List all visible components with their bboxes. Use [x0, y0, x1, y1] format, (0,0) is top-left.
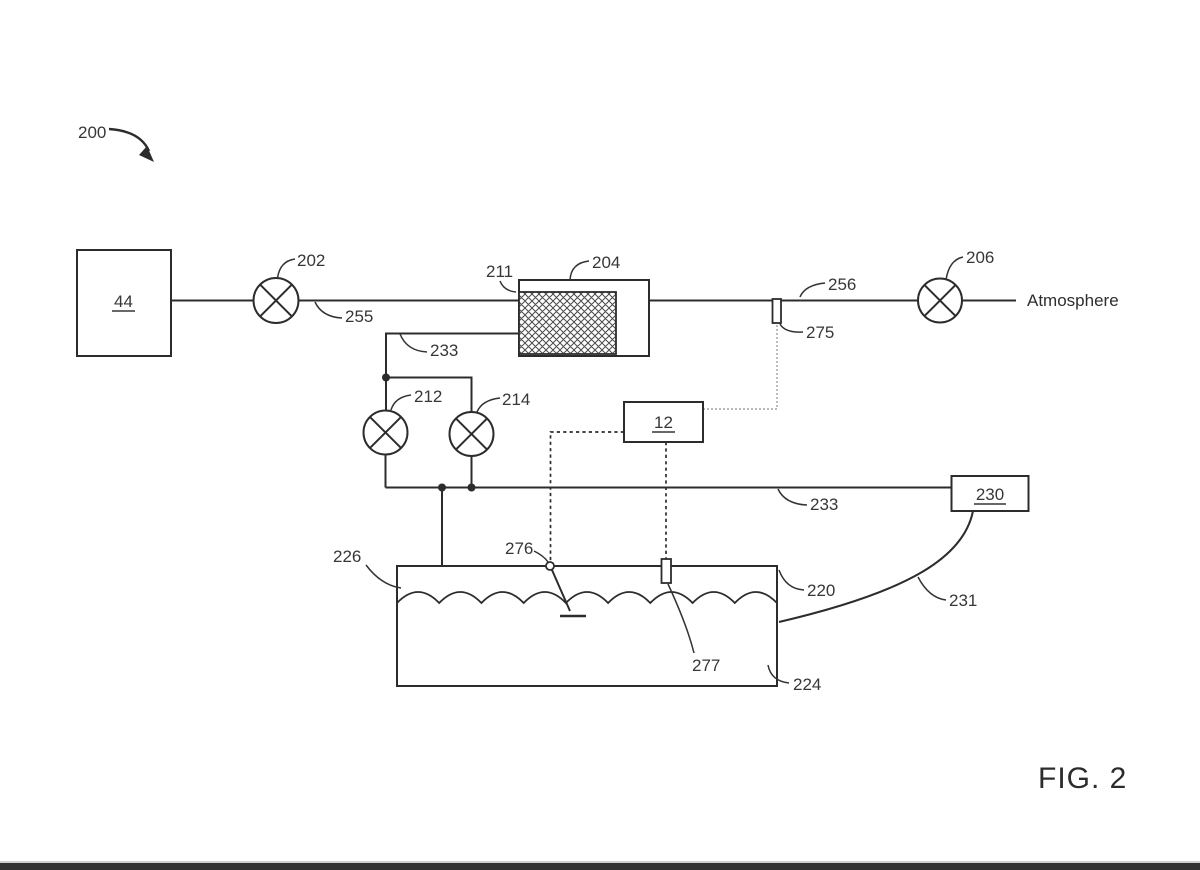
label-atmosphere: Atmosphere — [1027, 291, 1119, 310]
module-link-curve-231 — [778, 510, 974, 623]
leader-233-upper — [399, 333, 428, 353]
label-212: 212 — [414, 387, 442, 406]
label-231: 231 — [949, 591, 977, 610]
label-214: 214 — [502, 390, 530, 409]
purge-line-upper — [385, 332, 519, 412]
canister-fill-211 — [518, 291, 617, 355]
controller-box-12 — [623, 401, 704, 443]
valve-214-icon — [448, 411, 495, 457]
label-12: 12 — [654, 413, 673, 432]
valve-202-icon — [252, 277, 300, 324]
label-233-lower: 233 — [810, 495, 838, 514]
vent-sensor-275-icon — [771, 298, 782, 324]
leader-275 — [779, 323, 804, 333]
leader-256 — [799, 282, 826, 298]
junction-dot — [438, 483, 446, 492]
label-211: 211 — [486, 262, 513, 281]
leader-204 — [569, 260, 590, 281]
leader-206 — [945, 256, 964, 281]
label-system-200: 200 — [78, 123, 106, 142]
fuel-tank-220 — [396, 565, 778, 687]
label-220: 220 — [807, 581, 835, 600]
label-233-upper: 233 — [430, 341, 458, 360]
label-202: 202 — [297, 251, 325, 270]
level-probe-pivot-icon — [545, 561, 555, 571]
label-204: 204 — [592, 253, 620, 272]
tank-sensor-277-icon — [660, 558, 672, 584]
label-226: 226 — [333, 547, 361, 566]
label-256: 256 — [828, 275, 856, 294]
control-line-275 — [703, 323, 778, 410]
valve-206-icon — [917, 277, 963, 324]
label-224: 224 — [793, 675, 821, 694]
leader-202 — [276, 258, 296, 279]
label-255: 255 — [345, 307, 373, 326]
junction-dot — [467, 483, 476, 492]
leader-226 — [365, 564, 402, 589]
system-arrow-curve — [108, 127, 151, 152]
leader-214 — [476, 397, 501, 413]
leader-224 — [767, 664, 790, 684]
leader-255 — [314, 301, 343, 319]
control-line-276 — [549, 431, 624, 561]
leader-220 — [778, 569, 805, 591]
leader-211 — [499, 280, 517, 293]
label-230: 230 — [976, 485, 1004, 504]
level-probe-arm — [551, 569, 571, 612]
junction-dot — [382, 373, 390, 382]
figure-caption: FIG. 2 — [1038, 762, 1127, 795]
label-277: 277 — [692, 656, 720, 675]
leader-231 — [917, 576, 947, 601]
module-box-230 — [950, 475, 1030, 512]
label-276: 276 — [505, 539, 533, 558]
leader-277 — [667, 583, 695, 654]
leader-212 — [390, 394, 412, 411]
window-bottom-bar — [0, 861, 1200, 870]
leader-233-lower — [777, 488, 808, 506]
valve-212-icon — [362, 409, 409, 456]
purge-line-lower — [384, 454, 952, 566]
label-275: 275 — [806, 323, 834, 342]
label-206: 206 — [966, 248, 994, 267]
system-arrow-head-icon — [139, 146, 154, 162]
source-box-44 — [76, 249, 172, 357]
label-44: 44 — [114, 292, 133, 311]
leader-276 — [533, 550, 549, 563]
fuel-surface-wave — [396, 591, 778, 605]
